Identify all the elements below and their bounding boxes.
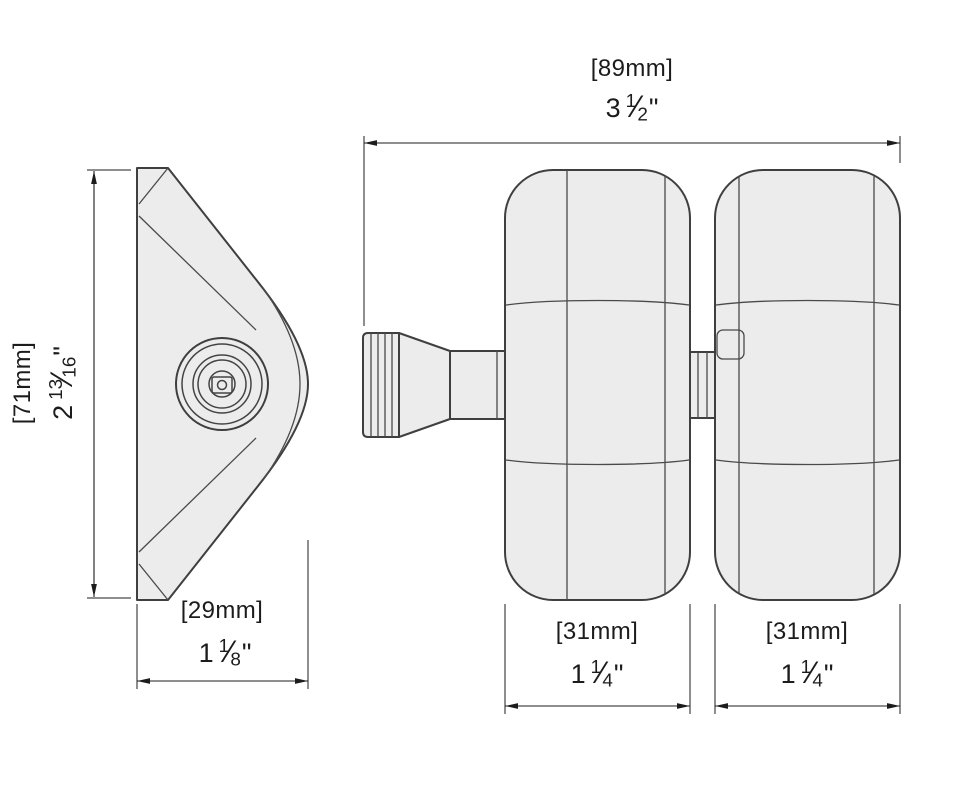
dim-height-mm-label: [71mm] (9, 341, 36, 425)
dim-depth-mm-label: [29mm] (180, 597, 264, 624)
plug-taper (398, 332, 451, 438)
dim-right-wheel-whole: 1 (780, 659, 796, 689)
side-view (136, 167, 309, 601)
hub-ring-3 (192, 354, 252, 414)
hub-key (211, 376, 233, 394)
front-view (362, 169, 901, 601)
dim-height-inch-label: 2 13⁄16" (44, 168, 81, 598)
hub-pin (216, 379, 228, 391)
inch-mark: " (241, 638, 252, 668)
hub-outer-ring (175, 337, 269, 431)
axle-plug (362, 332, 508, 438)
dim-top-whole: 3 (605, 93, 621, 123)
side-bottom-inner-line (138, 437, 257, 553)
plug-ribbed-cap (362, 332, 400, 438)
dim-depth-fraction: 1⁄8 (218, 634, 241, 671)
connector-body (689, 351, 716, 419)
dim-left-wheel-mm-label: [31mm] (555, 618, 639, 645)
side-nose-inner-arc (262, 287, 301, 481)
dimension-right-wheel-width (714, 604, 901, 714)
dimension-top-width (363, 136, 901, 326)
dim-left-wheel-fraction: 1⁄4 (590, 655, 613, 692)
inch-mark: " (648, 93, 659, 123)
dim-height-fraction: 13⁄16 (44, 356, 81, 400)
hub (175, 337, 269, 431)
dimension-side-depth (136, 540, 309, 689)
wheel-right-outline (714, 169, 901, 601)
dim-height-whole: 2 (48, 404, 78, 420)
inch-mark: " (823, 659, 834, 689)
dimension-side-height (87, 169, 131, 599)
hub-ring-2 (181, 343, 263, 425)
wheel-left-outline (504, 169, 691, 601)
wheel-right (714, 169, 901, 601)
side-top-inner-line (138, 215, 257, 331)
wheel-right-shoulder-top (715, 299, 900, 306)
dim-left-wheel-whole: 1 (570, 659, 586, 689)
dim-right-wheel-fraction: 1⁄4 (800, 655, 823, 692)
axle-connector (689, 351, 716, 419)
dim-top-mm-label: [89mm] (590, 55, 674, 82)
wheel-left-shoulder-top (505, 299, 690, 306)
axle-shaft (449, 350, 508, 420)
side-bottom-chamfer-line (138, 563, 169, 601)
dimension-left-wheel-width (504, 604, 691, 714)
wheel-left (504, 169, 691, 601)
wheel-right-shoulder-bottom (715, 459, 900, 466)
dim-right-wheel-mm-label: [31mm] (765, 618, 849, 645)
dim-depth-whole: 1 (198, 638, 214, 668)
inch-mark: " (613, 659, 624, 689)
dim-top-fraction: 1⁄2 (625, 89, 648, 126)
inch-mark: " (48, 346, 78, 356)
wheel-left-shoulder-bottom (505, 459, 690, 466)
wheel-right-latch-detail (716, 329, 745, 360)
side-top-chamfer-line (138, 167, 169, 205)
hub-bore (208, 370, 236, 398)
hub-ring-4 (197, 359, 247, 409)
